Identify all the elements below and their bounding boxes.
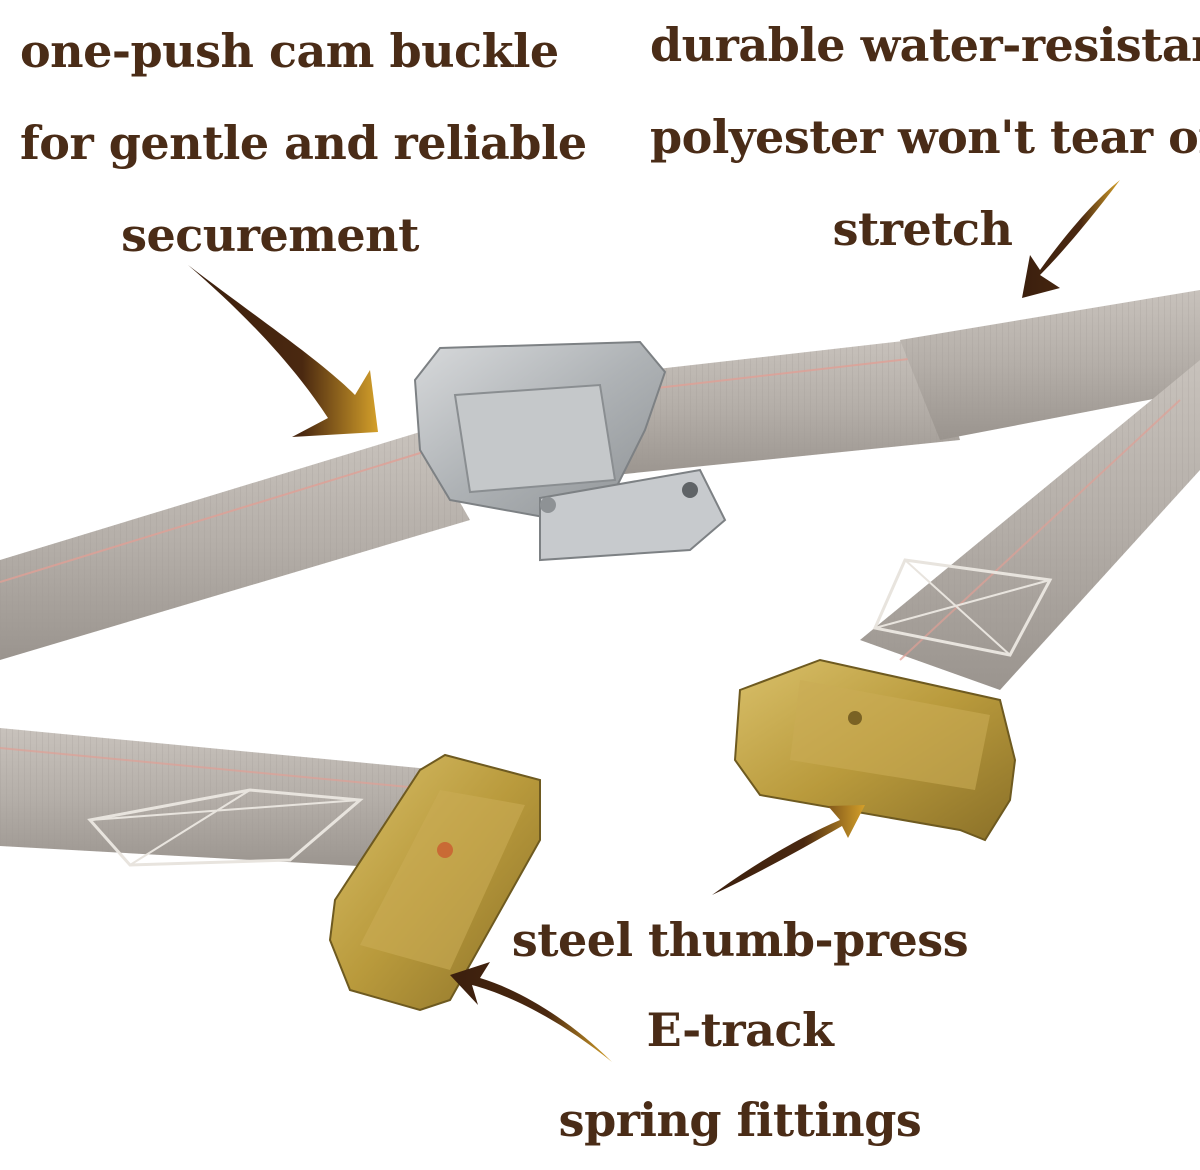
webbing-arrow-icon (1022, 180, 1120, 298)
left-fitting-arrow-icon (450, 962, 612, 1062)
buckle-caption-line: one-push cam buckle (20, 24, 559, 78)
webbing-caption-line: polyester won't tear or (650, 110, 1200, 164)
left-e-track-fitting (328, 753, 541, 1012)
cam-buckle (413, 340, 727, 562)
buckle-caption-line: securement (121, 208, 419, 262)
fittings-caption: steel thumb-press E-track spring fitting… (470, 900, 1010, 1170)
lower-webbing (0, 728, 441, 870)
webbing-caption: durable water-resistant polyester won't … (650, 6, 1200, 282)
right-e-track-fitting (733, 658, 1017, 842)
buckle-caption-line: for gentle and reliable (20, 116, 587, 170)
webbing-caption-line: stretch (832, 202, 1013, 256)
fittings-caption-line: steel thumb-press (511, 913, 969, 967)
fittings-caption-line: E-track (646, 1003, 834, 1057)
buckle-caption: one-push cam buckle for gentle and relia… (20, 16, 587, 292)
right-fitting-arrow-icon (712, 805, 865, 895)
fittings-caption-line: spring fittings (558, 1093, 922, 1147)
webbing-caption-line: durable water-resistant (650, 18, 1200, 72)
buckle-arrow-icon (188, 265, 378, 437)
